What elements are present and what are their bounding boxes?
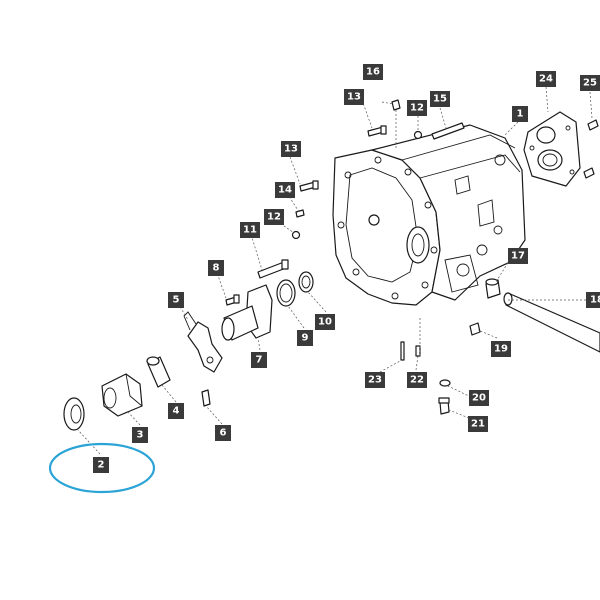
svg-text:14: 14 (278, 185, 292, 196)
highlight-ellipse-part-2 (48, 442, 156, 494)
svg-text:16: 16 (366, 67, 380, 78)
part-23-dowel[interactable] (400, 341, 405, 361)
svg-text:15: 15 (433, 94, 447, 105)
part-16-bolt[interactable] (391, 99, 401, 111)
label-14[interactable]: 14 (275, 182, 295, 198)
part-17-plug[interactable] (485, 278, 501, 299)
part-11-bolt[interactable] (257, 259, 289, 279)
part-3-release-bearing[interactable] (101, 373, 143, 417)
label-11[interactable]: 11 (240, 222, 260, 238)
svg-text:24: 24 (539, 74, 553, 85)
svg-text:9: 9 (302, 333, 309, 344)
label-7[interactable]: 7 (251, 352, 267, 368)
label-13-upper[interactable]: 13 (344, 89, 364, 105)
label-13-lower[interactable]: 13 (281, 141, 301, 157)
label-5[interactable]: 5 (168, 292, 184, 308)
label-3[interactable]: 3 (132, 427, 148, 443)
part-22-pin[interactable] (415, 345, 421, 357)
svg-text:3: 3 (137, 430, 144, 441)
part-18-shaft[interactable] (503, 292, 600, 353)
label-21[interactable]: 21 (468, 416, 488, 432)
label-4[interactable]: 4 (168, 403, 184, 419)
part-2-seal-ring[interactable] (63, 397, 85, 431)
part-1-housing[interactable] (332, 124, 526, 306)
part-4-bushing[interactable] (146, 356, 171, 388)
label-24[interactable]: 24 (536, 71, 556, 87)
svg-text:18: 18 (590, 295, 600, 306)
part-7-guide-sleeve[interactable] (221, 284, 273, 341)
svg-text:20: 20 (472, 393, 486, 404)
svg-text:2: 2 (98, 460, 105, 471)
part-6-screw[interactable] (201, 389, 211, 407)
label-16[interactable]: 16 (363, 64, 383, 80)
part-20-washer[interactable] (439, 379, 451, 387)
svg-text:13: 13 (284, 144, 298, 155)
svg-text:8: 8 (213, 263, 220, 274)
label-22[interactable]: 22 (407, 372, 427, 388)
svg-text:11: 11 (243, 225, 257, 236)
part-9-o-ring[interactable] (276, 279, 296, 307)
part-12-washer-upper[interactable] (413, 130, 423, 140)
svg-text:23: 23 (368, 375, 382, 386)
svg-text:7: 7 (256, 355, 263, 366)
label-15[interactable]: 15 (430, 91, 450, 107)
part-10-seal[interactable] (298, 271, 314, 293)
svg-text:10: 10 (318, 317, 332, 328)
svg-text:5: 5 (173, 295, 180, 306)
label-17[interactable]: 17 (508, 248, 528, 264)
svg-text:21: 21 (471, 419, 485, 430)
part-13-bolt-lower[interactable] (299, 180, 319, 192)
part-21-drain-plug[interactable] (438, 397, 450, 415)
svg-text:17: 17 (511, 251, 525, 262)
label-23[interactable]: 23 (365, 372, 385, 388)
svg-text:12: 12 (267, 212, 281, 223)
part-24-cover-plate[interactable] (523, 111, 581, 187)
label-20[interactable]: 20 (469, 390, 489, 406)
label-25[interactable]: 25 (580, 75, 600, 91)
part-14-pin[interactable] (295, 209, 305, 218)
part-13-bolt-upper[interactable] (367, 125, 387, 137)
label-19[interactable]: 19 (491, 341, 511, 357)
svg-text:19: 19 (494, 344, 508, 355)
svg-text:13: 13 (347, 92, 361, 103)
svg-text:22: 22 (410, 375, 424, 386)
svg-text:4: 4 (173, 406, 180, 417)
label-12-upper[interactable]: 12 (407, 100, 427, 116)
svg-text:6: 6 (220, 428, 227, 439)
label-2[interactable]: 2 (93, 457, 109, 473)
part-8-pin[interactable] (225, 294, 240, 306)
part-12-washer-lower[interactable] (291, 230, 301, 240)
part-25-bolts[interactable] (583, 119, 599, 179)
part-5-release-fork[interactable] (183, 311, 223, 373)
svg-text:25: 25 (583, 78, 597, 89)
label-9[interactable]: 9 (297, 330, 313, 346)
label-8[interactable]: 8 (208, 260, 224, 276)
leader-lines (77, 86, 593, 455)
label-18[interactable]: 18 (586, 292, 600, 308)
label-10[interactable]: 10 (315, 314, 335, 330)
part-19-plug[interactable] (469, 322, 481, 336)
svg-text:12: 12 (410, 103, 424, 114)
part-15-stud[interactable] (431, 122, 465, 140)
svg-text:1: 1 (517, 109, 524, 120)
label-6[interactable]: 6 (215, 425, 231, 441)
label-1[interactable]: 1 (512, 106, 528, 122)
label-12-lower[interactable]: 12 (264, 209, 284, 225)
